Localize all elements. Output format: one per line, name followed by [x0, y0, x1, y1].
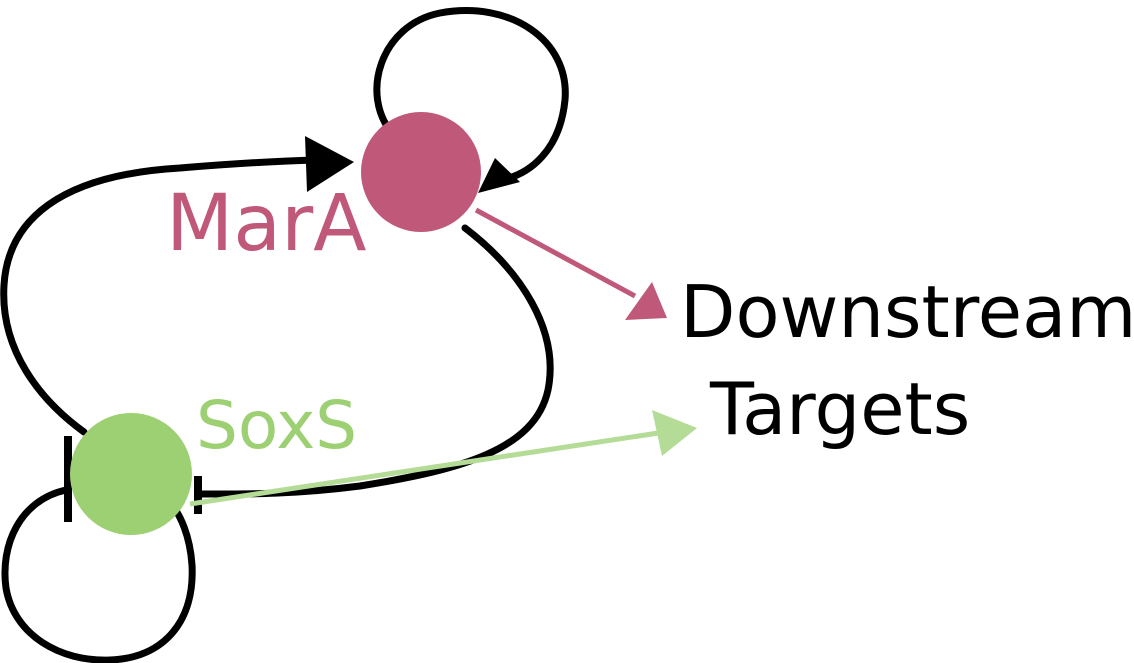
mara-label: MarA — [166, 179, 367, 269]
soxs-to-mara-activation-edge — [0, 156, 319, 436]
mara-to-targets-edge — [474, 207, 637, 299]
soxs-node — [70, 413, 192, 535]
soxs-to-targets-edge — [189, 429, 666, 507]
soxs-to-targets-arrowhead — [652, 410, 697, 456]
soxs-self-repression-edge — [1, 486, 196, 663]
soxs-label: SoxS — [196, 387, 357, 464]
mara-node — [361, 112, 481, 232]
mara-self-activation-arrowhead — [478, 158, 520, 193]
mara-to-targets-arrowhead — [625, 282, 667, 320]
mara-self-activation-edge — [373, 7, 569, 184]
soxs-to-mara-arrowhead — [305, 136, 354, 192]
targets-label-line1: Downstream — [680, 270, 1134, 354]
targets-label-line2: Targets — [709, 367, 970, 451]
